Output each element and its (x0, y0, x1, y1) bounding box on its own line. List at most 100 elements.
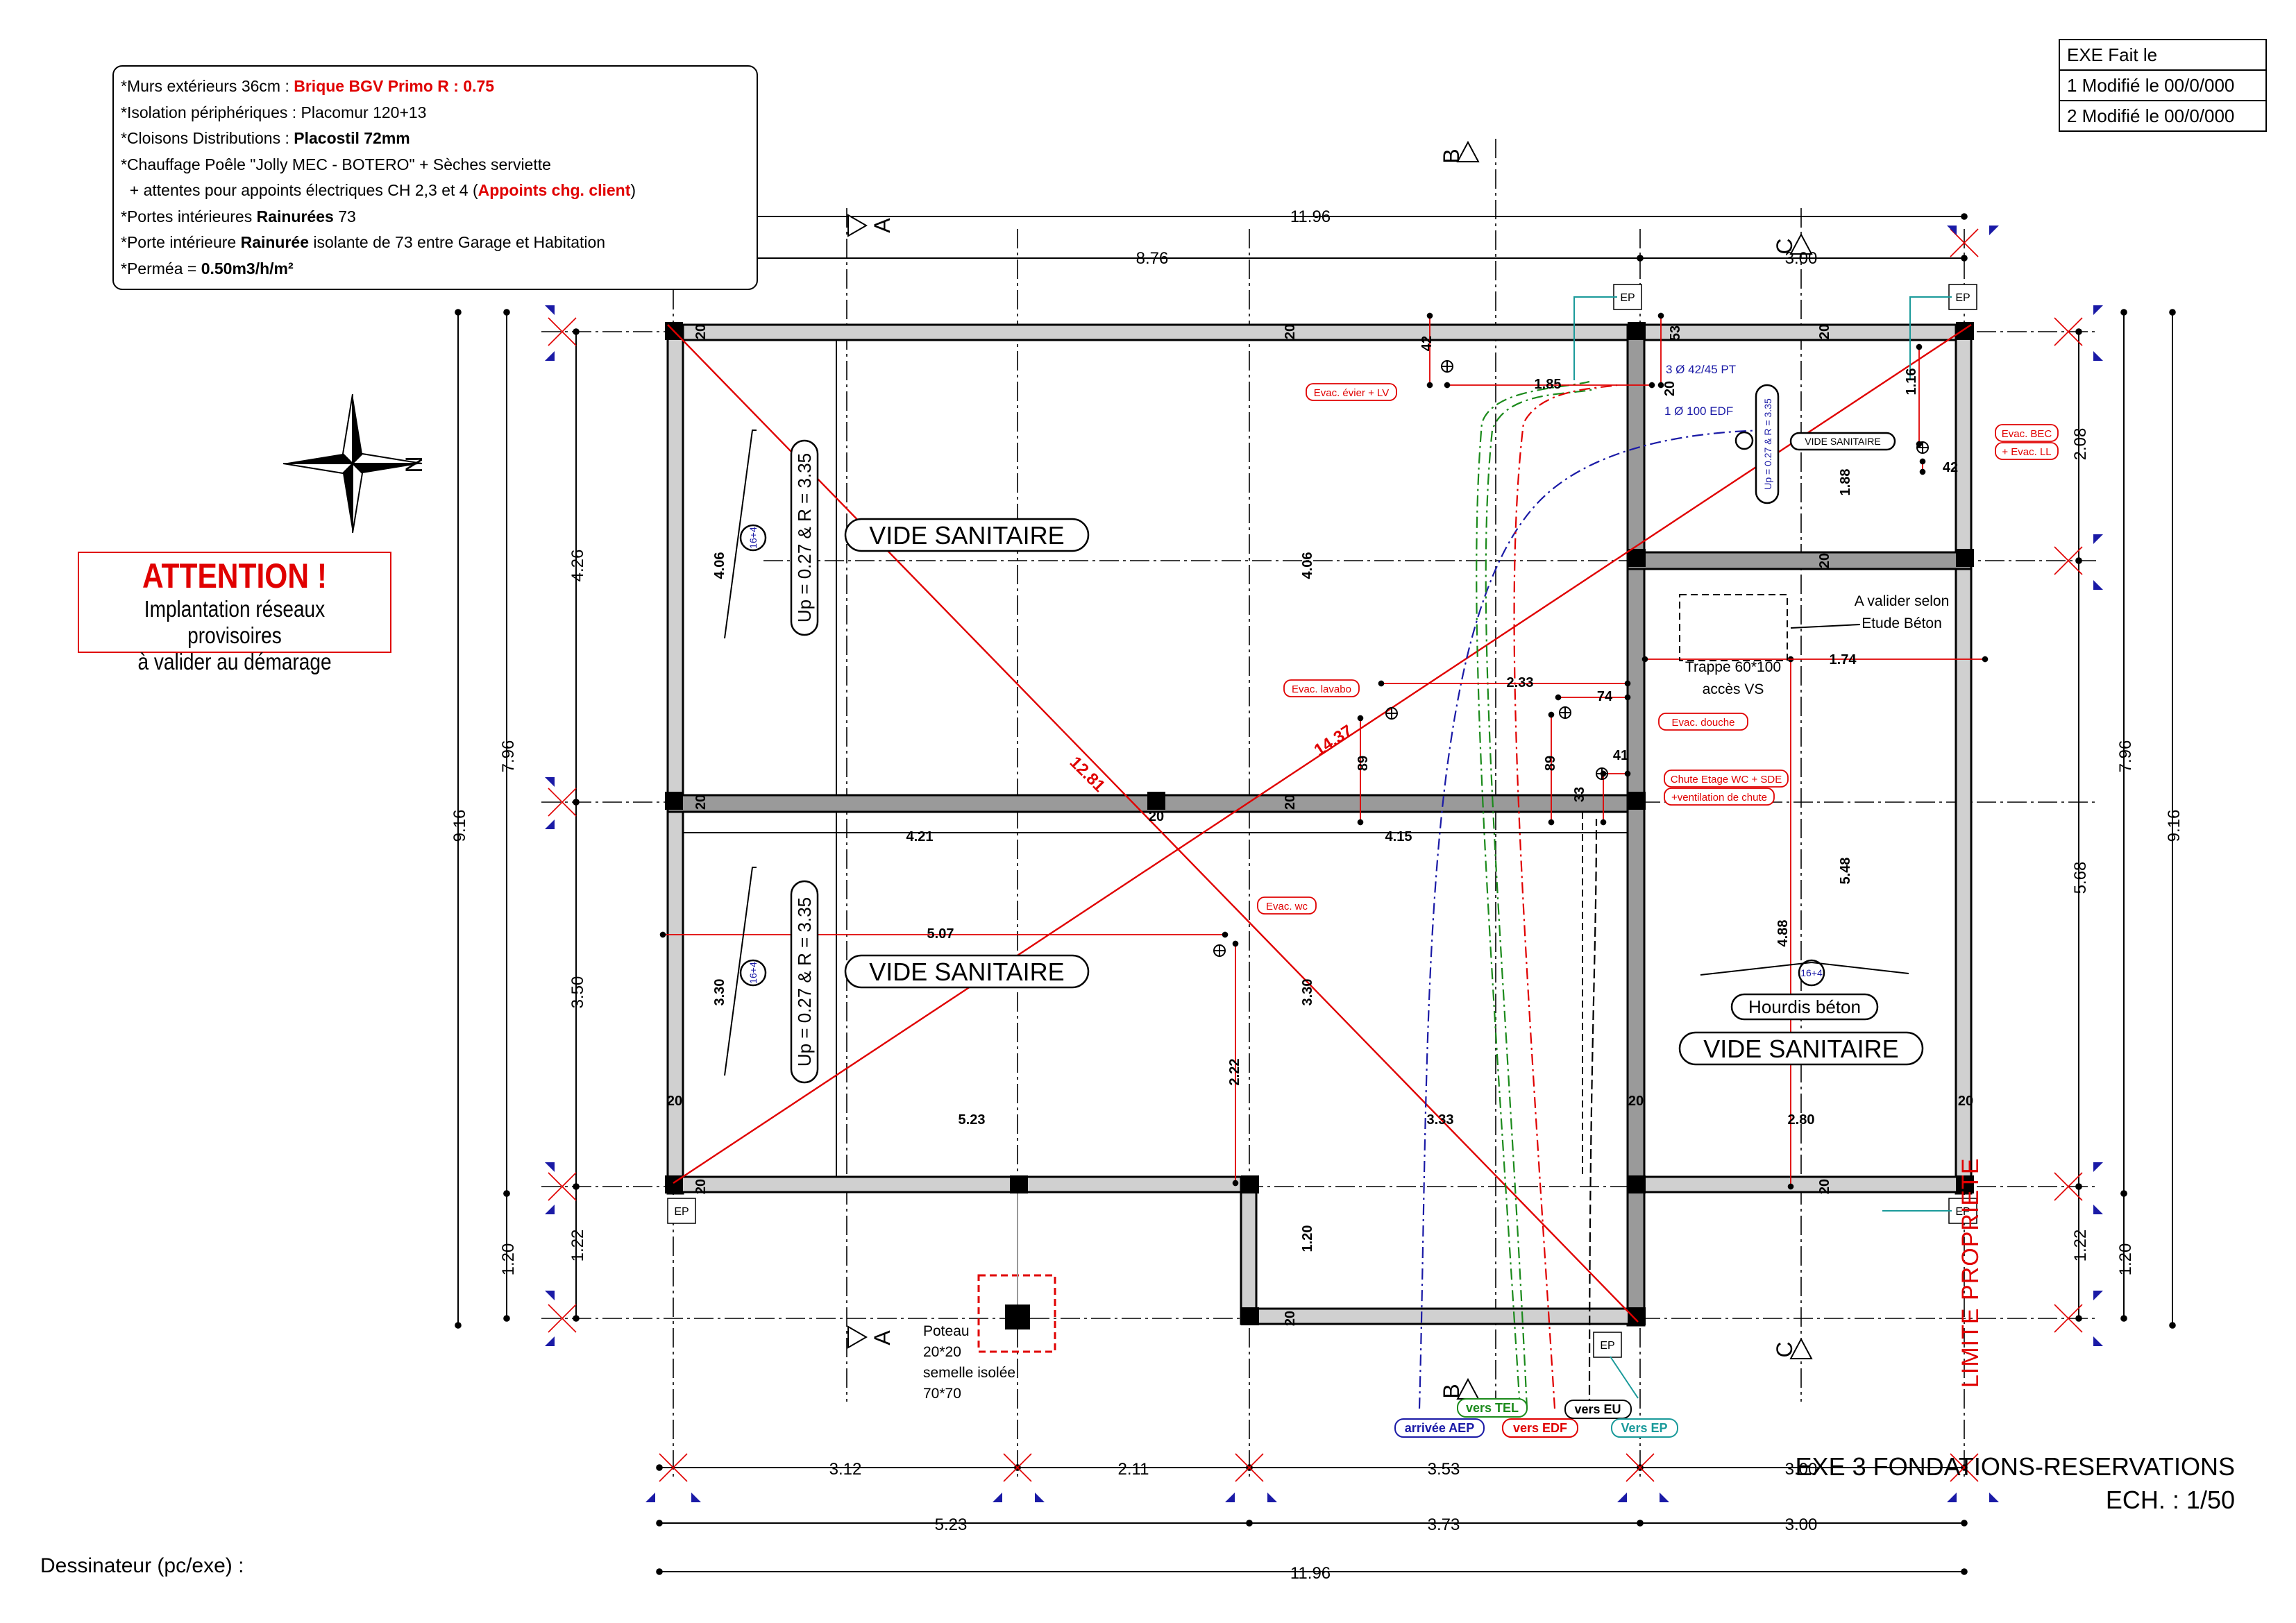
up-label-2: Up = 0.27 & R = 3.35 (794, 897, 815, 1067)
revision-row-2: 2 Modifié le 00/0/000 (2067, 105, 2235, 126)
dim-top-876: 8.76 (1136, 249, 1169, 268)
attention-box: ATTENTION ! Implantation réseaux proviso… (78, 552, 391, 674)
tag-chute: Chute Etage WC + SDE (1671, 774, 1782, 785)
dim-top-total: 11.96 (1290, 207, 1331, 226)
w20-3: 20 (1817, 324, 1832, 339)
hourdis-label: Hourdis béton (1748, 996, 1861, 1017)
designer-label: Dessinateur (pc/exe) : (40, 1554, 244, 1577)
wall-central-vertical (1626, 323, 1646, 1327)
grid-crosses (548, 228, 2083, 1482)
w20-6: 20 (1817, 553, 1832, 568)
w20-8: 20 (1817, 1179, 1832, 1194)
tag-ventil: +ventilation de chute (1671, 792, 1767, 804)
drawing-title: EXE 3 FONDATIONS-RESERVATIONS (1795, 1452, 2235, 1481)
dim-right-208: 2.08 (2071, 428, 2090, 461)
tag-douche: Evac. douche (1672, 717, 1735, 729)
res-233: 2.33 (1507, 675, 1534, 690)
dim-bot-211: 2.11 (1118, 1460, 1149, 1479)
tag-wc: Evac. wc (1266, 901, 1308, 912)
net-edf: vers EDF (1513, 1421, 1567, 1435)
vs-small: VIDE SANITAIRE (1805, 436, 1880, 447)
dim-in-421: 4.21 (906, 829, 934, 844)
dim-right-122: 1.22 (2071, 1230, 2090, 1262)
res-116: 1.16 (1904, 368, 1919, 396)
res-89a: 89 (1356, 756, 1371, 771)
w20-1: 20 (693, 324, 709, 339)
dim-left-122: 1.22 (568, 1230, 587, 1262)
dim-bot-373: 3.73 (1428, 1515, 1460, 1534)
w20-10: 20 (1149, 809, 1164, 824)
ep-box-3: EP (674, 1206, 689, 1218)
res-74: 74 (1597, 689, 1613, 704)
res-42b: 42 (1943, 460, 1958, 475)
w20-13: 20 (1958, 1094, 1973, 1109)
room-vs-2: VIDE SANITAIRE (869, 958, 1064, 986)
ep-box-1: EP (1620, 292, 1635, 304)
room-vs-1: VIDE SANITAIRE (869, 521, 1064, 550)
dim-in-280: 2.80 (1788, 1112, 1815, 1128)
w20-7: 20 (693, 1179, 709, 1194)
revision-row-0: EXE Fait le (2060, 40, 2265, 71)
diag-label-1: 12.81 (1066, 753, 1109, 796)
wall-bottom-mid (1240, 1307, 1645, 1325)
note-line-3: *Cloisons Distributions : Placostil 72mm (121, 129, 410, 147)
north-label: N (400, 456, 428, 473)
section-c-top: C (1772, 238, 1797, 254)
trappe (1679, 594, 1788, 661)
tag-pt: 3 Ø 42/45 PT (1666, 363, 1736, 376)
net-ep: Vers EP (1621, 1421, 1667, 1435)
w20-4: 20 (693, 794, 709, 810)
valider-1: A valider selon (1855, 593, 1950, 609)
poteau-2: 20*20 (923, 1344, 961, 1360)
slab-1: 16+4 (748, 527, 759, 549)
slab-2: 16+4 (748, 962, 759, 984)
note-line-2: *Isolation périphériques : Placomur 120+… (121, 103, 427, 121)
diagonals (667, 323, 1972, 1323)
network-lines (1418, 380, 1778, 1409)
note-line-4: *Chauffage Poêle "Jolly MEC - BOTERO" + … (121, 155, 551, 173)
res-20: 20 (1662, 381, 1678, 396)
evac-symbols (1213, 360, 1929, 957)
dim-in-174: 1.74 (1830, 652, 1857, 668)
section-c-bot: C (1772, 1341, 1797, 1357)
dim-left-796: 7.96 (499, 740, 518, 773)
dim-in-406b: 4.06 (1300, 552, 1315, 579)
dim-left-916: 9.16 (450, 810, 469, 842)
revision-row-1: 1 Modifié le 00/0/000 (2060, 71, 2265, 101)
poteau-3: semelle isolée (923, 1365, 1015, 1381)
dim-left-426: 4.26 (568, 550, 587, 582)
dim-in-406a: 4.06 (712, 552, 727, 579)
dim-in-330a: 3.30 (712, 979, 727, 1006)
dim-bot-312: 3.12 (829, 1460, 862, 1479)
poteau-4: 70*70 (923, 1386, 961, 1402)
w20-12: 20 (1628, 1094, 1644, 1109)
note-line-8: *Perméa = 0.50m3/h/m² (121, 259, 294, 278)
notes-box: *Murs extérieurs 36cm : Brique BGV Primo… (112, 65, 758, 290)
dim-top-300: 3.00 (1785, 249, 1818, 268)
trappe-1: Trappe 60*100 (1685, 659, 1781, 675)
res-33: 33 (1572, 787, 1587, 802)
w20-11: 20 (667, 1094, 682, 1109)
reservation-dims (659, 312, 1989, 1190)
up-label-1: Up = 0.27 & R = 3.35 (794, 453, 815, 622)
dim-in-188: 1.88 (1838, 469, 1853, 496)
title-block: EXE 3 FONDATIONS-RESERVATIONS ECH. : 1/5… (1756, 1450, 2235, 1517)
res-41: 41 (1613, 748, 1628, 763)
net-aep: arrivée AEP (1405, 1421, 1474, 1435)
wall-bottom-right (1626, 1175, 1973, 1193)
tag-evier: Evac. évier + LV (1314, 387, 1390, 399)
dim-right-796: 7.96 (2116, 740, 2135, 773)
res-89b: 89 (1543, 756, 1558, 771)
net-eu: vers EU (1574, 1402, 1621, 1416)
w20-9: 20 (1283, 1311, 1298, 1326)
note-line-1: *Murs extérieurs 36cm : Brique BGV Primo… (121, 77, 495, 95)
dim-in-120: 1.20 (1300, 1225, 1315, 1252)
tag-bec: Evac. BEC (2002, 428, 2052, 440)
revision-table: EXE Fait le 1 Modifié le 00/0/000 2 Modi… (2059, 39, 2267, 132)
section-b-top: B (1439, 148, 1464, 163)
ep-box-4: EP (1955, 1206, 1970, 1218)
ep-boxes (667, 284, 1977, 1358)
section-markers (847, 140, 1813, 1400)
w20-2: 20 (1283, 324, 1298, 339)
